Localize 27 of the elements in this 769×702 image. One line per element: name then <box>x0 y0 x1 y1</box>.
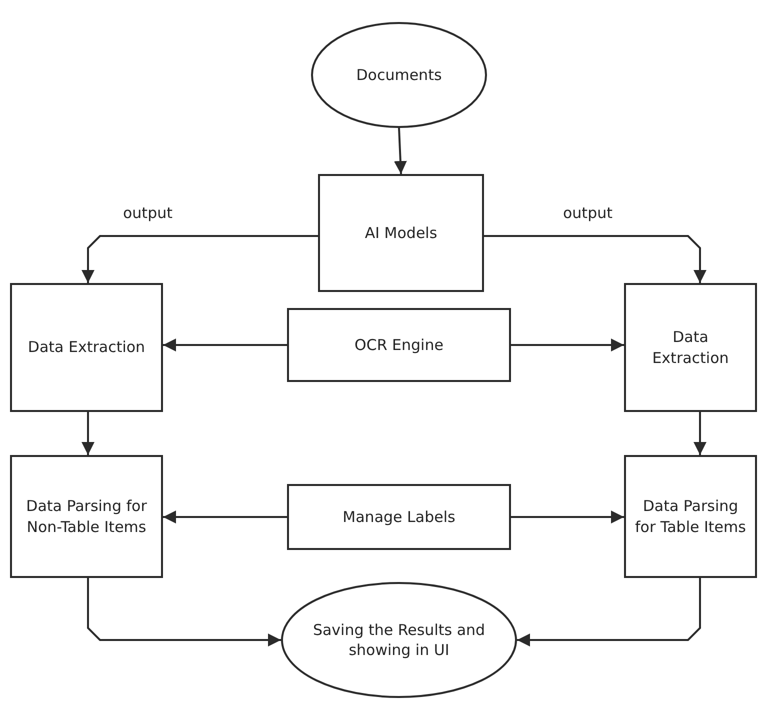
arrow <box>163 510 287 524</box>
process-box <box>287 308 511 382</box>
arrow <box>82 412 94 455</box>
arrow <box>82 235 318 283</box>
node-label: AI Models <box>364 222 438 244</box>
arrow <box>694 412 706 455</box>
arrow <box>511 510 624 524</box>
arrow <box>87 578 281 646</box>
node-label: Saving the Results and showing in UI <box>312 620 486 660</box>
process-box <box>10 283 163 412</box>
node-label: Data Parsing for Table Items <box>634 496 747 537</box>
node-label: Data Extraction <box>26 337 146 358</box>
node-label: Documents <box>355 64 443 86</box>
process-box <box>624 283 757 412</box>
process-box <box>318 174 484 292</box>
node-label: Data Extraction <box>651 327 730 368</box>
arrow <box>511 338 624 352</box>
process-box <box>287 484 511 550</box>
arrow <box>517 578 701 646</box>
arrow <box>394 128 407 174</box>
node-label: Data Parsing for Non-Table Items <box>25 496 148 537</box>
arrow <box>484 235 706 283</box>
arrow <box>163 338 287 352</box>
process-box <box>10 455 163 578</box>
process-box <box>624 455 757 578</box>
node-label: OCR Engine <box>354 334 444 356</box>
node-label: Manage Labels <box>342 506 456 528</box>
